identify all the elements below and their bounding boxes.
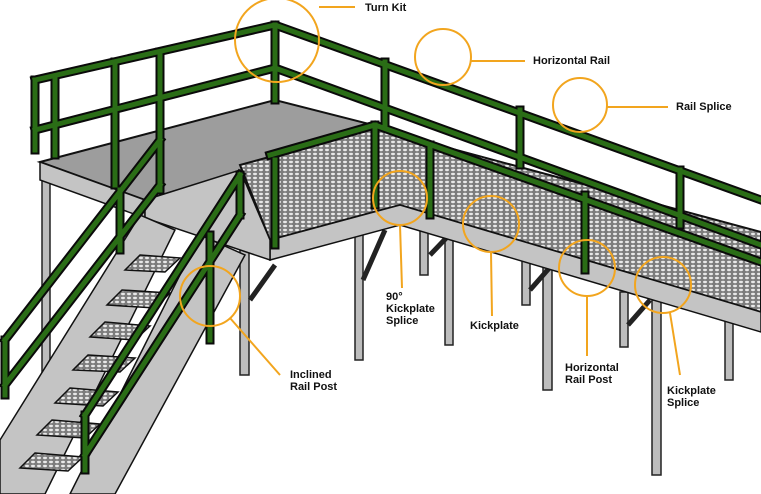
horizontal-rail-circle [414, 28, 472, 86]
label-kickplate-splice: Kickplate Splice [667, 385, 716, 409]
label-horizontal-rail-post: Horizontal Rail Post [565, 362, 619, 386]
label-inclined-rail-post: Inclined Rail Post [290, 369, 338, 393]
guard-rails [0, 20, 761, 475]
label-kickplate-splice-90: 90° Kickplate Splice [386, 291, 435, 327]
stairs [0, 214, 247, 494]
inclined-rail-post-circle [179, 265, 241, 327]
label-rail-splice: Rail Splice [676, 101, 732, 113]
label-turn-kit: Turn Kit [365, 2, 407, 14]
label-horizontal-rail: Horizontal Rail [533, 55, 611, 67]
callout-markers [179, 0, 692, 376]
label-kickplate: Kickplate [470, 320, 519, 332]
rail-splice-circle [552, 77, 608, 133]
kickplate-splice-circle [634, 256, 692, 314]
turn-kit-circle [234, 0, 320, 83]
